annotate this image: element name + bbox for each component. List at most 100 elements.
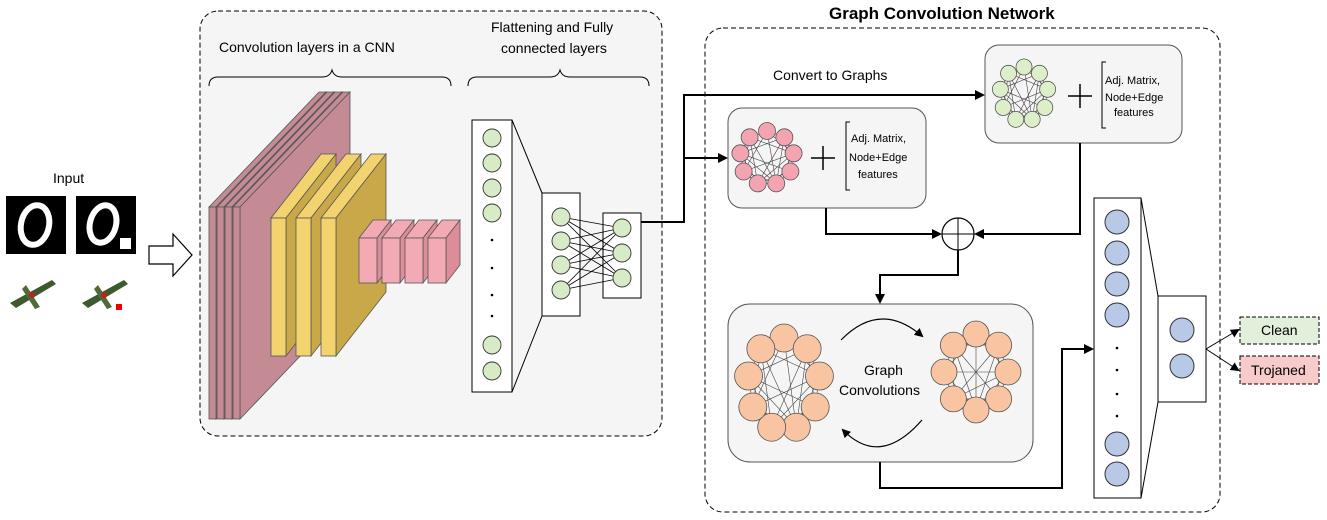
ellipsis-dot xyxy=(490,266,494,270)
arrow-to-clean xyxy=(1205,328,1240,350)
pink-adj-line3: features xyxy=(858,169,898,181)
orange-graph-node xyxy=(930,358,958,386)
convert-label: Convert to Graphs xyxy=(773,67,887,83)
mnist-trojaned-image xyxy=(76,196,136,254)
green-graph-node xyxy=(1023,110,1041,128)
flatten-node xyxy=(482,203,502,223)
gcn-output-node xyxy=(1104,302,1130,328)
graph-conv-line1: Graph xyxy=(864,362,903,378)
arrow-pink-to-sum xyxy=(825,208,942,239)
output-section: Clean Trojaned xyxy=(1205,316,1320,385)
green-adj-line3: features xyxy=(1114,107,1154,119)
orange-graph-node xyxy=(939,385,967,413)
orange-graph-node xyxy=(985,385,1013,413)
arrow-gconv-to-output xyxy=(879,344,1094,489)
orange-graph-node xyxy=(962,396,990,424)
green-graph-node xyxy=(1039,80,1057,98)
plus-icon xyxy=(811,146,835,170)
flatten-node xyxy=(482,335,502,355)
gcn-output-node xyxy=(1104,271,1130,297)
trojaned-label: Trojaned xyxy=(1251,362,1306,378)
flatten-node xyxy=(482,128,502,148)
fc-node xyxy=(551,255,571,275)
arrow-sum-to-gconv xyxy=(875,250,959,304)
fc-connections xyxy=(560,216,623,291)
clean-label: Clean xyxy=(1261,322,1298,338)
orange-graph-left xyxy=(734,323,834,442)
pink-adj-line1: Adj. Matrix, xyxy=(851,133,906,145)
ellipsis-dot xyxy=(490,238,494,242)
orange-graph-node xyxy=(805,361,834,391)
pink-graph-node xyxy=(731,144,750,163)
ellipsis-dot xyxy=(1115,414,1119,418)
pink-graph-node xyxy=(775,128,794,147)
pink-graph-node xyxy=(781,162,800,181)
fc-label-line2: connected layers xyxy=(501,40,607,56)
input-label: Input xyxy=(53,170,84,186)
gcn-output-node xyxy=(1104,431,1130,457)
trojaned-output-box xyxy=(1239,355,1320,385)
fc-nodes xyxy=(551,207,632,300)
fc-node xyxy=(612,218,632,238)
arrow-green-to-sum xyxy=(974,143,1081,239)
green-adj-line2: Node+Edge xyxy=(1105,92,1163,104)
pink-graph-node xyxy=(758,122,776,140)
cnn-panel: Convolution layers in a CNN Flattening a… xyxy=(199,10,663,437)
pink-graph-node xyxy=(734,162,753,181)
plus-icon xyxy=(1068,84,1092,108)
flatten-node xyxy=(482,361,502,381)
fc-node xyxy=(612,268,632,288)
orange-graph-node xyxy=(962,320,990,348)
cycle-arrow-top-icon xyxy=(840,318,924,341)
pink-graph-node xyxy=(740,128,759,147)
orange-graph-node xyxy=(985,331,1013,359)
green-adj-line1: Adj. Matrix, xyxy=(1105,75,1160,87)
flatten-node xyxy=(482,178,502,198)
ellipsis-dot xyxy=(1115,368,1119,372)
orange-graph-node xyxy=(757,412,787,442)
ellipsis-dot xyxy=(490,293,494,297)
graph-conv-line2: Convolutions xyxy=(839,382,920,398)
fc-label-line1: Flattening and Fully xyxy=(491,19,613,35)
ellipsis-dot xyxy=(490,314,494,318)
green-graph-node xyxy=(1031,64,1048,82)
pink-adj-line2: Node+Edge xyxy=(849,152,907,164)
input-arrow-icon xyxy=(148,232,193,278)
fc-node xyxy=(551,280,571,300)
orange-graph-right xyxy=(930,320,1022,424)
orange-graph-node xyxy=(738,392,768,422)
orange-graph-node xyxy=(781,412,811,442)
gcn-title: Graph Convolution Network xyxy=(829,4,1055,23)
fc-node xyxy=(612,243,632,263)
fc-brace xyxy=(467,68,650,87)
green-graph-node xyxy=(1000,64,1017,82)
orange-graph-node xyxy=(800,392,830,422)
pink-graph-node xyxy=(767,174,786,193)
green-graph-node xyxy=(994,99,1012,116)
input-section: Input xyxy=(6,170,193,310)
cnn-conv-label: Convolution layers in a CNN xyxy=(219,39,395,55)
gcn-output-node xyxy=(1104,240,1130,266)
mnist-clean-image xyxy=(6,196,66,254)
orange-graph-node xyxy=(939,331,967,359)
green-graph-node xyxy=(991,80,1009,98)
airplane-clean-image xyxy=(10,280,56,309)
clean-output-box xyxy=(1239,316,1320,345)
pink-graph xyxy=(731,122,803,193)
classifier-node xyxy=(1169,353,1195,379)
flatten-nodes xyxy=(482,128,502,381)
green-graph-node xyxy=(1036,99,1054,116)
sum-icon xyxy=(941,217,975,251)
cycle-arrow-bottom-icon xyxy=(841,419,923,448)
gcn-panel: Graph Convolution Network Convert to Gra… xyxy=(641,4,1221,513)
fc-node xyxy=(551,207,571,227)
classifier-node xyxy=(1169,317,1195,343)
ellipsis-dot xyxy=(1115,392,1119,396)
conv-layer-small xyxy=(427,218,461,285)
conv-layer-small-stack xyxy=(358,218,461,285)
pink-graph-node xyxy=(784,144,803,163)
flatten-node xyxy=(482,153,502,173)
gcn-output-node xyxy=(1104,461,1130,487)
ellipsis-dot xyxy=(1115,346,1119,350)
